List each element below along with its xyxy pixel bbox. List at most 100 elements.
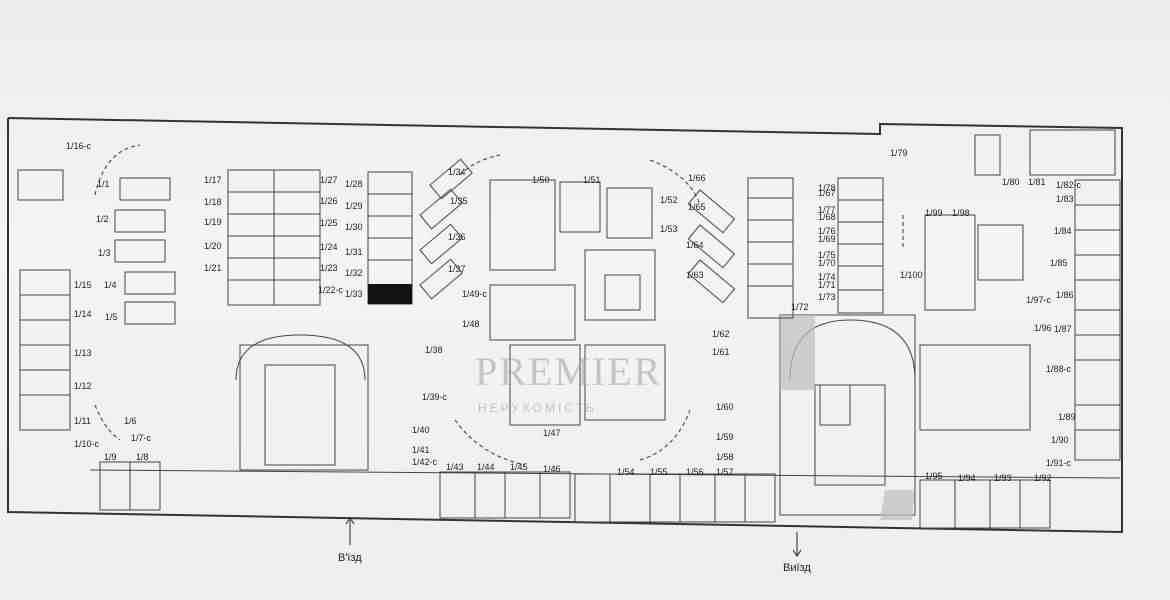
- space-label: 1/26: [320, 196, 338, 206]
- space-label: 1/16-с: [66, 141, 92, 151]
- space-label: 1/2: [96, 214, 109, 224]
- space-label: 1/59: [716, 432, 734, 442]
- space-label: 1/56: [686, 467, 704, 477]
- space-label: 1/25: [320, 218, 338, 228]
- space-label: 1/40: [412, 425, 430, 435]
- space-label: 1/91-с: [1046, 458, 1072, 468]
- space-label: 1/67: [818, 188, 836, 198]
- space-label: 1/9: [104, 452, 117, 462]
- space-label: 1/57: [716, 467, 734, 477]
- space-label: 1/30: [345, 222, 363, 232]
- space-label: 1/28: [345, 179, 363, 189]
- space-label: 1/64: [686, 240, 704, 250]
- space-label: 1/7-с: [131, 433, 152, 443]
- building-outline: [7, 117, 1123, 534]
- watermark-brand: PREMIER: [475, 349, 662, 394]
- space-label: 1/10-с: [74, 439, 100, 449]
- highlighted-space-1-33: [368, 284, 412, 304]
- space-label: 1/22-с: [318, 285, 344, 295]
- space-label: 1/86: [1056, 290, 1074, 300]
- space-label: 1/24: [320, 242, 338, 252]
- space-labels: 1/11/21/31/41/51/61/7-с1/81/91/10-с1/111…: [66, 141, 1082, 483]
- space-label: 1/93: [994, 473, 1012, 483]
- space-label: 1/51: [583, 175, 601, 185]
- entrance-label: В'їзд: [338, 552, 362, 564]
- space-label: 1/23: [320, 263, 338, 273]
- space-label: 1/58: [716, 452, 734, 462]
- space-label: 1/83: [1056, 194, 1074, 204]
- space-label: 1/76: [818, 226, 836, 236]
- space-label: 1/69: [818, 234, 836, 244]
- space-label: 1/73: [818, 292, 836, 302]
- space-label: 1/74: [818, 272, 836, 282]
- space-label: 1/3: [98, 248, 111, 258]
- space-label: 1/98: [952, 208, 970, 218]
- space-label: 1/46: [543, 464, 561, 474]
- space-label: 1/27: [320, 175, 338, 185]
- space-label: 1/19: [204, 217, 222, 227]
- space-label: 1/50: [532, 175, 550, 185]
- space-label: 1/21: [204, 263, 222, 273]
- space-label: 1/39-с: [422, 392, 448, 402]
- space-label: 1/60: [716, 402, 734, 412]
- space-label: 1/78: [818, 183, 836, 193]
- space-label: 1/66: [688, 173, 706, 183]
- space-label: 1/77: [818, 205, 836, 215]
- space-label: 1/82-с: [1056, 180, 1082, 190]
- space-label: 1/52: [660, 195, 678, 205]
- space-label: 1/29: [345, 201, 363, 211]
- space-label: 1/70: [818, 258, 836, 268]
- space-label: 1/55: [650, 467, 668, 477]
- space-label: 1/100: [900, 270, 923, 280]
- space-label: 1/14: [74, 309, 92, 319]
- space-label: 1/5: [105, 312, 118, 322]
- structure: [17, 129, 1121, 557]
- space-label: 1/48: [462, 319, 480, 329]
- space-label: 1/81: [1028, 177, 1046, 187]
- space-label: 1/18: [204, 197, 222, 207]
- space-label: 1/94: [958, 473, 976, 483]
- space-label: 1/92: [1034, 473, 1052, 483]
- space-label: 1/38: [425, 345, 443, 355]
- space-label: 1/71: [818, 280, 836, 290]
- space-label: 1/31: [345, 247, 363, 257]
- space-label: 1/35: [450, 196, 468, 206]
- space-label: 1/32: [345, 268, 363, 278]
- space-label: 1/17: [204, 175, 222, 185]
- space-label: 1/11: [74, 416, 91, 426]
- space-label: 1/99: [925, 208, 943, 218]
- space-label: 1/37: [448, 264, 466, 274]
- space-label: 1/20: [204, 241, 222, 251]
- space-label: 1/1: [97, 179, 110, 189]
- space-label: 1/61: [712, 347, 730, 357]
- space-label: 1/65: [688, 202, 706, 212]
- space-label: 1/63: [686, 270, 704, 280]
- space-label: 1/90: [1051, 435, 1069, 445]
- watermark-subtitle: НЕРУХОМІСТЬ: [478, 401, 597, 415]
- space-label: 1/4: [104, 280, 117, 290]
- space-label: 1/53: [660, 224, 678, 234]
- space-label: 1/68: [818, 212, 836, 222]
- space-label: 1/6: [124, 416, 137, 426]
- space-label: 1/75: [818, 250, 836, 260]
- space-label: 1/41: [412, 445, 430, 455]
- space-label: 1/84: [1054, 226, 1072, 236]
- space-label: 1/85: [1050, 258, 1068, 268]
- space-label: 1/33: [345, 289, 363, 299]
- space-label: 1/89: [1058, 412, 1076, 422]
- space-label: 1/45: [510, 462, 528, 472]
- space-label: 1/80: [1002, 177, 1020, 187]
- space-label: 1/79: [890, 148, 908, 158]
- space-label: 1/47: [543, 428, 561, 438]
- space-label: 1/13: [74, 348, 92, 358]
- space-label: 1/34: [448, 167, 466, 177]
- space-label: 1/54: [617, 467, 635, 477]
- space-label: 1/44: [477, 462, 495, 472]
- space-label: 1/43: [446, 462, 464, 472]
- space-label: 1/42-с: [412, 457, 438, 467]
- space-label: 1/49-с: [462, 289, 488, 299]
- space-label: 1/88-с: [1046, 364, 1072, 374]
- space-label: 1/96: [1034, 323, 1052, 333]
- space-label: 1/87: [1054, 324, 1072, 334]
